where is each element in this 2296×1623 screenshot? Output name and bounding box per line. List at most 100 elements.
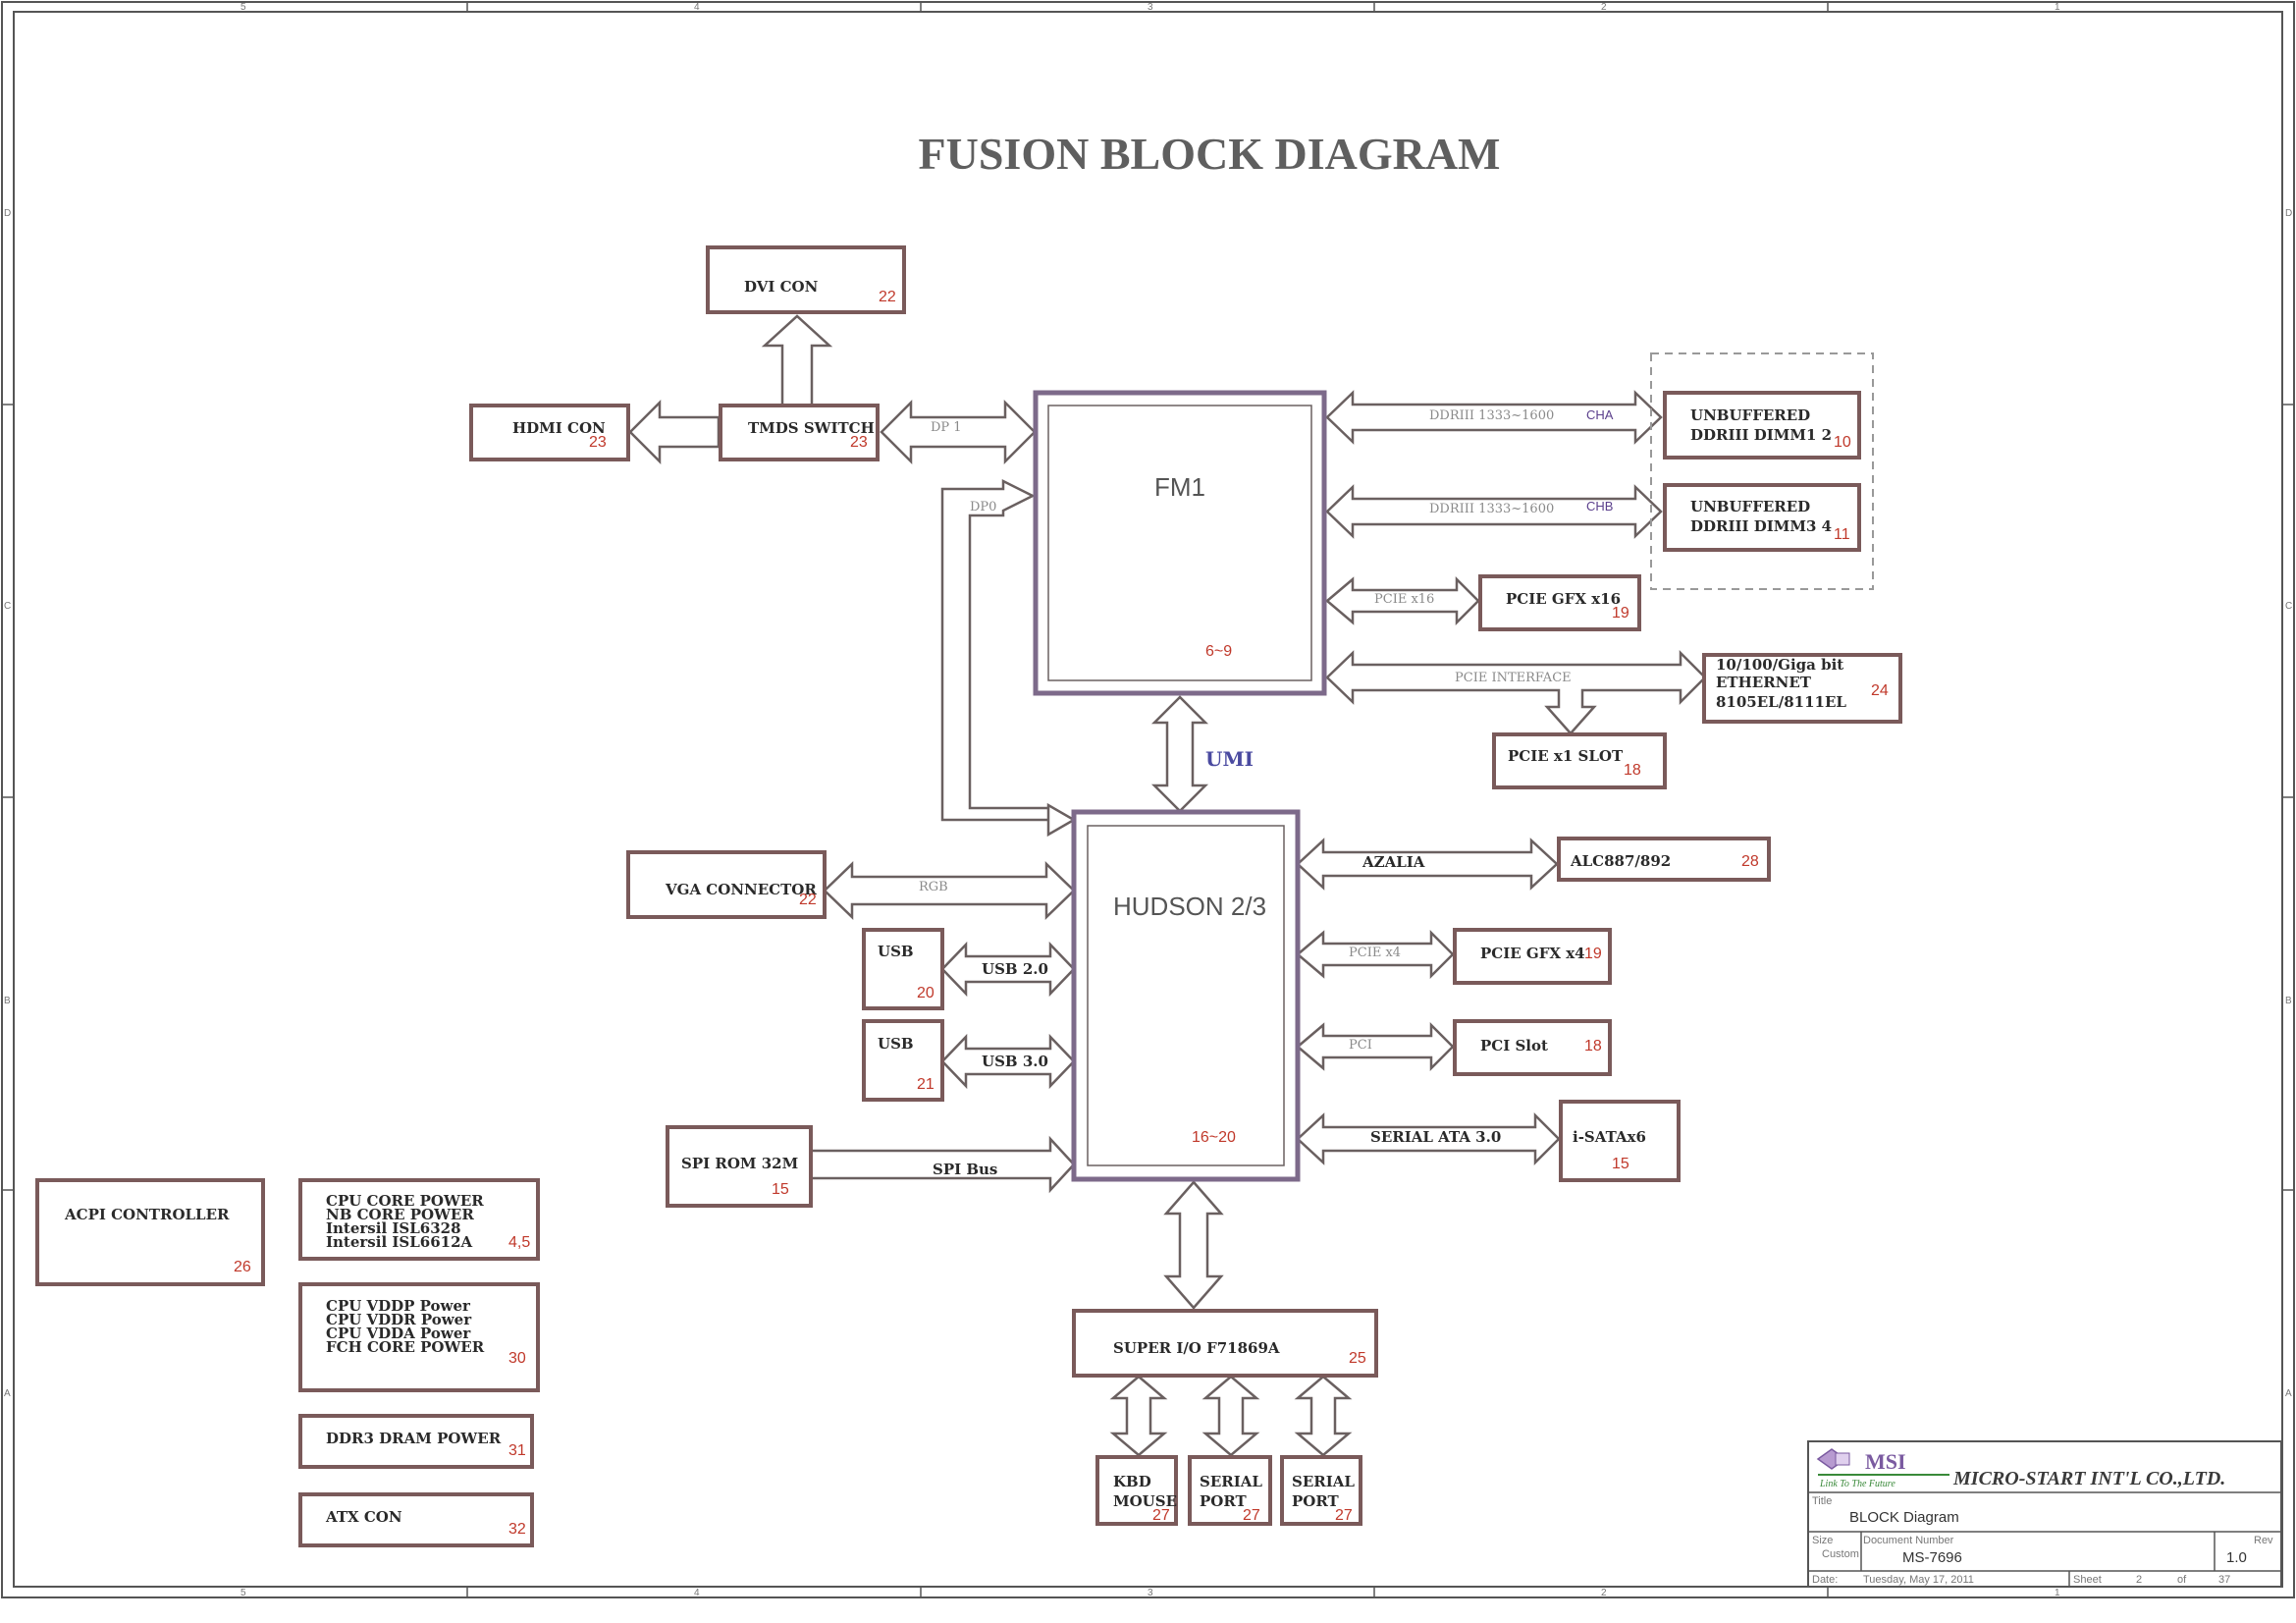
- tmds-switch-label: TMDS SWITCH: [748, 419, 875, 437]
- arrow-sio-serial2: [1294, 1375, 1353, 1457]
- dimm34-label2: DDRIII DIMM3 4: [1690, 517, 1832, 535]
- serial2-label2: PORT: [1292, 1492, 1340, 1510]
- frame-tick-bottom-5: 5: [240, 1588, 246, 1598]
- link-chb: CHB: [1586, 499, 1613, 514]
- block-ethernet: 10/100/Giga bit ETHERNET 8105EL/8111EL 2…: [1702, 653, 1902, 724]
- spi-rom-page: 15: [772, 1181, 789, 1198]
- block-dvi-con: DVI CON 22: [706, 245, 906, 314]
- block-tmds-switch: TMDS SWITCH 23: [719, 404, 880, 461]
- atx-con-page: 32: [508, 1521, 526, 1538]
- block-isata: i-SATAx6 15: [1559, 1100, 1681, 1182]
- link-cha: CHA: [1586, 407, 1614, 422]
- frame-tick-right-c: C: [2285, 601, 2292, 612]
- connection-arrows: [628, 314, 1707, 1457]
- msi-logo: MSI Link To The Future: [1816, 1448, 1949, 1489]
- size-label: Size: [1812, 1535, 1833, 1546]
- block-alc: ALC887/892 28: [1557, 837, 1771, 882]
- frame-tick-left-d: D: [4, 208, 11, 219]
- rev-label: Rev: [2254, 1535, 2273, 1546]
- block-hudson: HUDSON 2/3 16~20: [1071, 809, 1301, 1182]
- link-spi-bus: SPI Bus: [933, 1161, 997, 1178]
- frame-tick-right-a: A: [2285, 1388, 2292, 1399]
- ethernet-label2: ETHERNET: [1716, 674, 1812, 691]
- block-kbd-mouse: KBD MOUSE 27: [1095, 1455, 1178, 1526]
- isata-page: 15: [1612, 1156, 1629, 1172]
- usb20-page: 20: [917, 985, 934, 1001]
- frame-tick-top-4: 4: [694, 2, 700, 13]
- super-io-page: 25: [1349, 1350, 1366, 1367]
- arrow-ddr-cha: [1325, 390, 1663, 445]
- link-umi: UMI: [1205, 747, 1254, 771]
- ethernet-page: 24: [1871, 682, 1889, 699]
- arrow-lpc: [1163, 1180, 1224, 1310]
- of-label: of: [2177, 1574, 2187, 1586]
- pcie-gfx16-page: 19: [1612, 605, 1629, 622]
- cpu-core-power-line2: NB CORE POWER: [326, 1206, 474, 1223]
- link-ddr-chb: DDRIII 1333~1600: [1429, 502, 1554, 516]
- size-value: Custom: [1822, 1548, 1859, 1560]
- frame-tick-top-1: 1: [2055, 2, 2060, 13]
- block-dimm12: UNBUFFERED DDRIII DIMM1 2 10: [1663, 391, 1861, 460]
- spi-rom-label: SPI ROM 32M: [681, 1155, 798, 1172]
- msi-brand: MSI: [1865, 1449, 1906, 1474]
- block-cpu-vddp: CPU VDDP Power CPU VDDR Power CPU VDDA P…: [298, 1282, 540, 1392]
- arrow-pcie-interface: [1325, 649, 1707, 735]
- block-usb20: USB 20: [862, 928, 944, 1010]
- dvi-con-page: 22: [879, 289, 896, 305]
- cpu-vddp-line1: CPU VDDP Power: [326, 1297, 471, 1315]
- pci-slot-label: PCI Slot: [1480, 1037, 1548, 1055]
- kbd-mouse-page: 27: [1152, 1507, 1170, 1524]
- arrow-tmds-dvi: [761, 314, 833, 407]
- arrow-tmds-hdmi: [628, 399, 721, 465]
- cpu-core-power-line1: CPU CORE POWER: [326, 1192, 484, 1210]
- dimm12-page: 10: [1834, 434, 1851, 451]
- vga-connector-page: 22: [799, 892, 817, 908]
- frame-tick-bottom-1: 1: [2055, 1588, 2060, 1598]
- link-dp1: DP 1: [931, 420, 962, 435]
- usb30-label: USB: [878, 1035, 914, 1053]
- link-labels: DP 1 DP0 DDRIII 1333~1600 CHA DDRIII 133…: [919, 407, 1614, 1178]
- msi-tagline: Link To The Future: [1819, 1479, 1896, 1489]
- cpu-core-power-line3: Intersil ISL6328: [326, 1219, 461, 1237]
- link-usb30: USB 3.0: [982, 1053, 1048, 1070]
- cpu-vddp-line2: CPU VDDR Power: [326, 1311, 472, 1328]
- cpu-vddp-page: 30: [508, 1350, 526, 1367]
- tmds-switch-page: 23: [850, 434, 868, 451]
- arrow-rgb: [823, 861, 1076, 920]
- frame-tick-bottom-3: 3: [1148, 1588, 1153, 1598]
- frame-tick-left-c: C: [4, 601, 11, 612]
- arrow-azalia: [1296, 838, 1559, 891]
- block-hdmi-con: HDMI CON 23: [469, 404, 630, 461]
- block-spi-rom: SPI ROM 32M 15: [666, 1125, 813, 1208]
- link-ddr-cha: DDRIII 1333~1600: [1429, 408, 1554, 423]
- serial1-label1: SERIAL: [1200, 1473, 1262, 1490]
- dimm34-label1: UNBUFFERED: [1690, 498, 1810, 515]
- hdmi-con-page: 23: [589, 434, 607, 451]
- block-cpu-core-power: CPU CORE POWER NB CORE POWER Intersil IS…: [298, 1178, 540, 1261]
- arrow-sio-serial1: [1201, 1375, 1260, 1457]
- link-sata: SERIAL ATA 3.0: [1370, 1128, 1501, 1146]
- of-value: 37: [2218, 1574, 2230, 1586]
- super-io-label: SUPER I/O F71869A: [1113, 1339, 1280, 1357]
- block-dimm34: UNBUFFERED DDRIII DIMM3 4 11: [1663, 483, 1861, 552]
- block-pcie-gfx16: PCIE GFX x16 19: [1478, 574, 1641, 631]
- docnum-value: MS-7696: [1902, 1549, 1962, 1566]
- block-vga-connector: VGA CONNECTOR 22: [626, 850, 827, 919]
- dimm-group-outline: [1650, 352, 1874, 590]
- serial2-page: 27: [1335, 1507, 1353, 1524]
- kbd-mouse-label1: KBD: [1113, 1473, 1151, 1490]
- block-pcie-x1-slot: PCIE x1 SLOT 18: [1492, 732, 1667, 789]
- block-usb30: USB 21: [862, 1019, 944, 1102]
- pcie-x1-slot-page: 18: [1624, 762, 1641, 779]
- usb20-label: USB: [878, 943, 914, 960]
- link-pcie-x4: PCIE x4: [1349, 946, 1401, 960]
- ddr3-power-label: DDR3 DRAM POWER: [326, 1430, 502, 1447]
- rev-value: 1.0: [2226, 1549, 2247, 1566]
- arrow-sio-kbd: [1109, 1375, 1168, 1457]
- frame-tick-bottom-4: 4: [694, 1588, 700, 1598]
- frame-tick-right-b: B: [2285, 996, 2292, 1006]
- cpu-core-power-page: 4,5: [508, 1234, 530, 1251]
- link-pcie-interface: PCIE INTERFACE: [1455, 671, 1572, 685]
- serial1-page: 27: [1243, 1507, 1260, 1524]
- title-label: Title: [1812, 1495, 1832, 1507]
